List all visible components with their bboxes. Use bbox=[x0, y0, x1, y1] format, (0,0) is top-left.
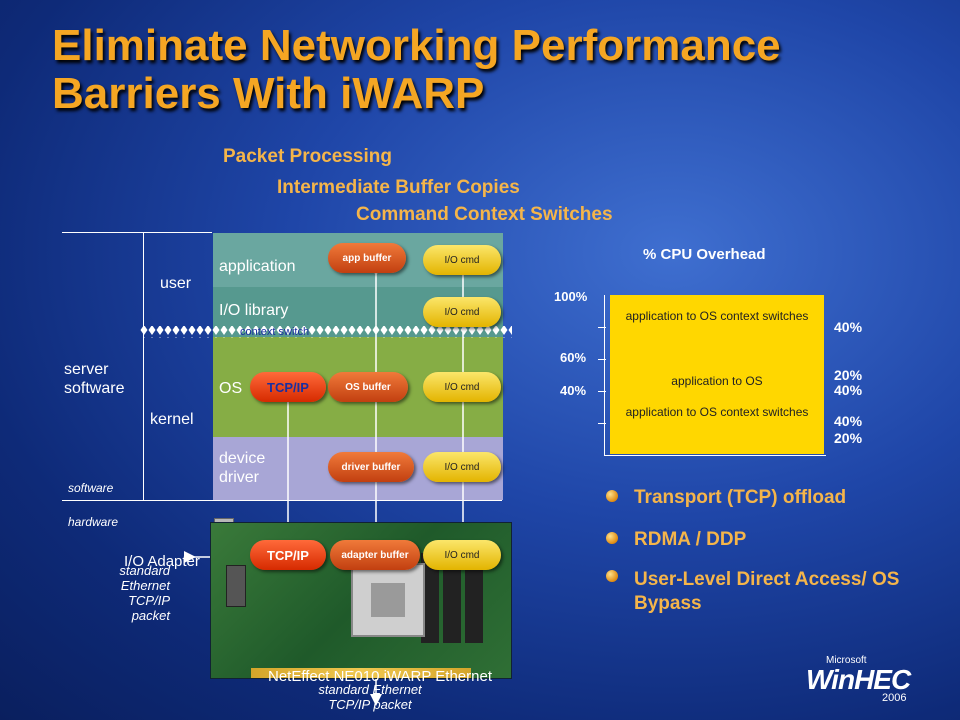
slide-title: Eliminate Networking Performance Barrier… bbox=[52, 21, 781, 118]
segment-label-top: application to OS context switches bbox=[625, 309, 809, 323]
subtitle-context-switches: Command Context Switches bbox=[356, 204, 613, 225]
bullet-icon bbox=[606, 532, 618, 544]
io-adapter-label: I/O Adapter bbox=[124, 553, 200, 570]
bullet-tcp-offload: Transport (TCP) offload bbox=[634, 487, 847, 508]
right-label-4: 40% bbox=[834, 413, 863, 429]
subtitle-buffer-copies: Intermediate Buffer Copies bbox=[277, 177, 520, 198]
software-label: software bbox=[68, 481, 114, 495]
io-cmd-pill-2: I/O cmd bbox=[423, 297, 501, 327]
app-buffer-pill: app buffer bbox=[328, 243, 406, 273]
chart-y-axis bbox=[604, 295, 605, 455]
driver-buffer-pill: driver buffer bbox=[328, 452, 414, 482]
right-label-1: 40% bbox=[834, 319, 863, 335]
chart-title: % CPU Overhead bbox=[643, 246, 766, 263]
adapter-buffer-pill: adapter buffer bbox=[330, 540, 420, 570]
io-cmd-pill-1: I/O cmd bbox=[423, 245, 501, 275]
logo-name: WinHEC bbox=[806, 664, 911, 695]
segment-label-middle: application to OS bbox=[671, 374, 763, 388]
layer-application-label: application bbox=[219, 258, 296, 275]
ethernet-port-icon bbox=[226, 565, 246, 607]
ytick-100: 100% bbox=[554, 289, 588, 304]
bullet-icon bbox=[606, 490, 618, 502]
right-label-2: 20% bbox=[834, 367, 863, 383]
tcpip-pill-adapter: TCP/IP bbox=[250, 540, 326, 570]
io-cmd-pill-5: I/O cmd bbox=[423, 540, 501, 570]
context-switch-label: context switch bbox=[240, 326, 310, 338]
bullet-icon bbox=[606, 570, 618, 582]
os-buffer-pill: OS buffer bbox=[328, 372, 408, 402]
layer-io-library-label: I/O library bbox=[219, 302, 289, 319]
segment-label-bottom: application to OS context switches bbox=[625, 405, 809, 419]
context-switch-diamonds bbox=[140, 326, 512, 338]
hardware-label: hardware bbox=[68, 515, 119, 529]
card-caption: NetEffect NE010 iWARP Ethernet bbox=[268, 668, 492, 685]
logo-year: 2006 bbox=[882, 692, 907, 704]
io-cmd-pill-4: I/O cmd bbox=[423, 452, 501, 482]
right-label-5: 20% bbox=[834, 430, 863, 446]
column-divider bbox=[143, 232, 144, 500]
cpu-overhead-bar bbox=[610, 295, 824, 454]
layer-os-label: OS bbox=[219, 380, 243, 397]
user-label: user bbox=[160, 275, 192, 292]
logo-brand: Microsoft bbox=[826, 655, 867, 666]
layer-device-driver-label: device driver bbox=[219, 450, 266, 486]
std-packet-bottom-label: standard Ethernet TCP/IP packet bbox=[318, 682, 422, 712]
chart-x-axis bbox=[604, 455, 826, 456]
right-label-3: 40% bbox=[834, 382, 863, 398]
ytick-40: 40% bbox=[560, 383, 587, 398]
std-packet-left-label: standard Ethernet TCP/IP packet bbox=[119, 563, 170, 623]
ytick-60: 60% bbox=[560, 350, 587, 365]
subtitle-packet-processing: Packet Processing bbox=[223, 146, 392, 167]
chip-icon bbox=[351, 563, 425, 637]
bullet-os-bypass: User-Level Direct Access/ OS Bypass bbox=[634, 569, 900, 614]
software-hardware-divider bbox=[62, 500, 502, 501]
server-software-label: server software bbox=[64, 361, 125, 397]
top-rule bbox=[62, 232, 212, 233]
tcpip-pill-os: TCP/IP bbox=[250, 372, 326, 402]
kernel-label: kernel bbox=[150, 411, 194, 428]
bullet-rdma-ddp: RDMA / DDP bbox=[634, 529, 747, 550]
io-cmd-pill-3: I/O cmd bbox=[423, 372, 501, 402]
